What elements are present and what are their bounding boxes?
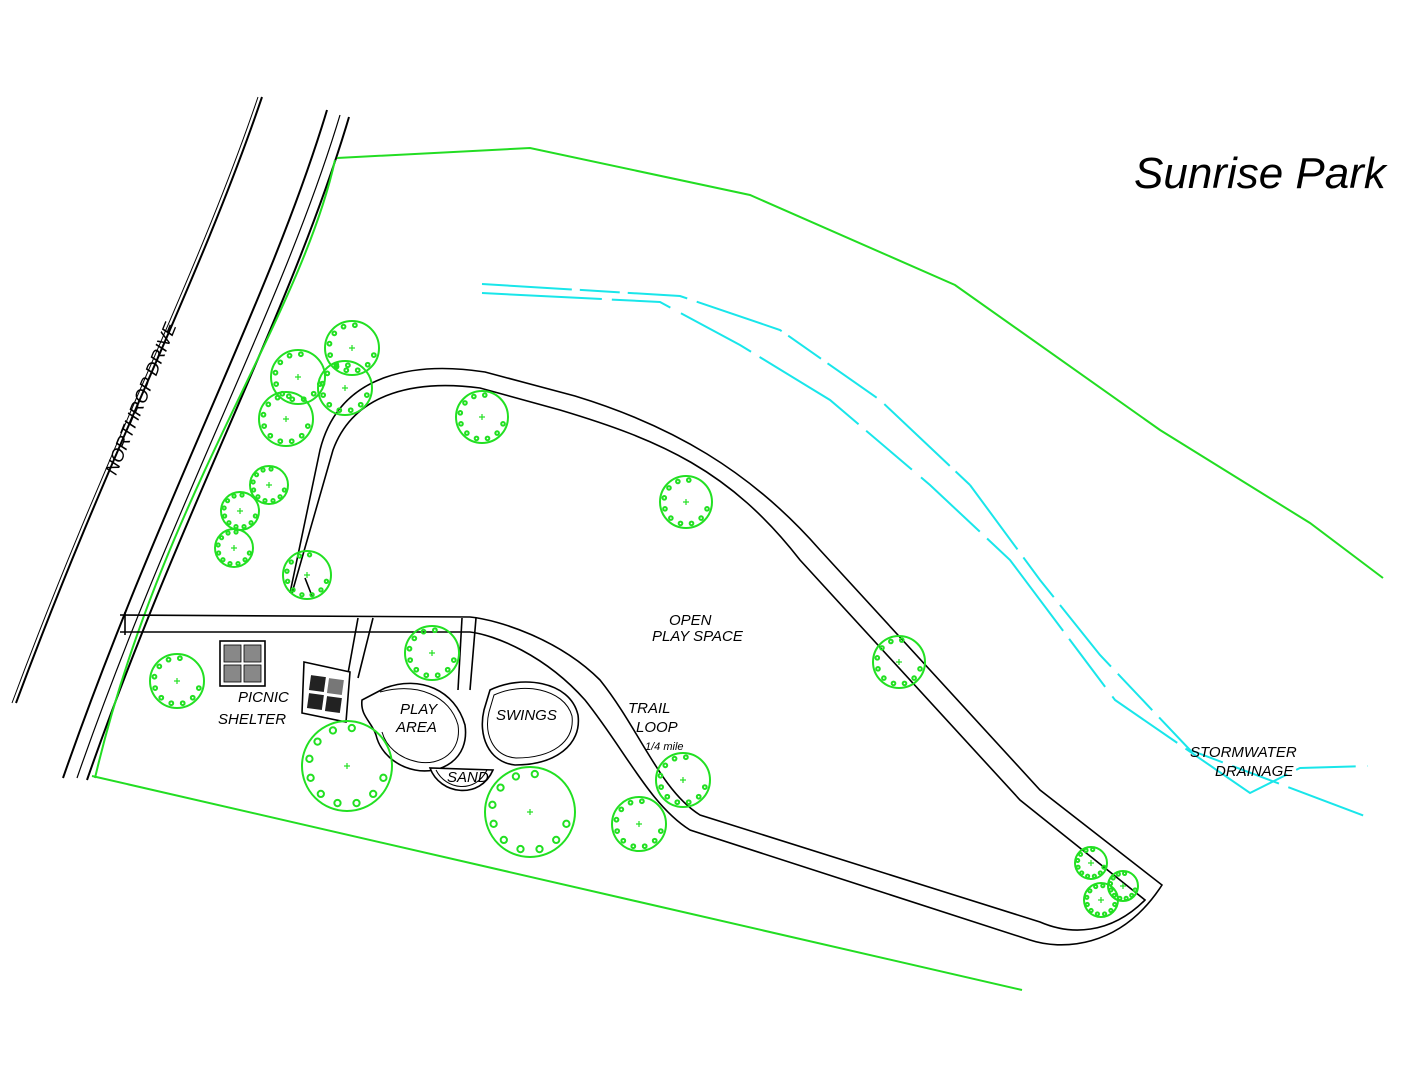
tree-icon [484, 766, 576, 858]
swings-area-shape [481, 681, 580, 766]
road-label-northrop-drive: NORTHROP DRIVE [101, 319, 181, 478]
picnic-shelter-icon [301, 661, 351, 723]
stormwater-drainage-label-line2: DRAINAGE [1215, 763, 1294, 780]
stormwater-drainage [481, 283, 1371, 819]
play-area-label-line1: PLAY [400, 701, 438, 718]
tree-icon [282, 550, 332, 600]
open-play-space-label-line2: PLAY SPACE [652, 628, 744, 645]
tree-icon [659, 475, 713, 529]
picnic-shelter-label-line2: SHELTER [218, 711, 286, 728]
tree-symbols [149, 320, 1139, 918]
tree-icon [214, 528, 254, 568]
park-boundary [91, 146, 1384, 991]
tree-icon [1074, 846, 1108, 880]
tree-icon [655, 752, 711, 808]
tree-icon [1083, 882, 1119, 918]
open-play-space-label-line1: OPEN [669, 612, 712, 629]
tree-icon [455, 390, 509, 444]
sand-area-shape [428, 767, 495, 792]
picnic-shelter-label-line1: PICNIC [238, 689, 289, 706]
tree-icon [324, 320, 380, 376]
trail-loop-label-line2: LOOP [636, 719, 678, 736]
play-area-label-line2: AREA [395, 719, 437, 736]
tree-icon [872, 635, 926, 689]
stormwater-drainage-label-line1: STORMWATER [1190, 744, 1297, 761]
tree-icon [258, 391, 314, 447]
map-title: Sunrise Park [1134, 149, 1388, 198]
tree-icon [249, 465, 289, 505]
tree-icon [404, 625, 460, 681]
picnic-table-icon [219, 640, 266, 687]
northrop-drive-road [11, 96, 350, 781]
swings-label: SWINGS [496, 707, 557, 724]
tree-icon [1107, 870, 1139, 902]
tree-icon [611, 796, 667, 852]
tree-icon [317, 360, 373, 416]
sand-label: SAND [447, 769, 489, 786]
tree-icon [220, 491, 260, 531]
trail-loop-length-label: 1/4 mile [645, 741, 684, 753]
trail-loop-path [119, 367, 1164, 946]
tree-icon [301, 720, 393, 812]
trail-loop-label-line1: TRAIL [628, 700, 671, 717]
tree-icon [149, 653, 205, 709]
